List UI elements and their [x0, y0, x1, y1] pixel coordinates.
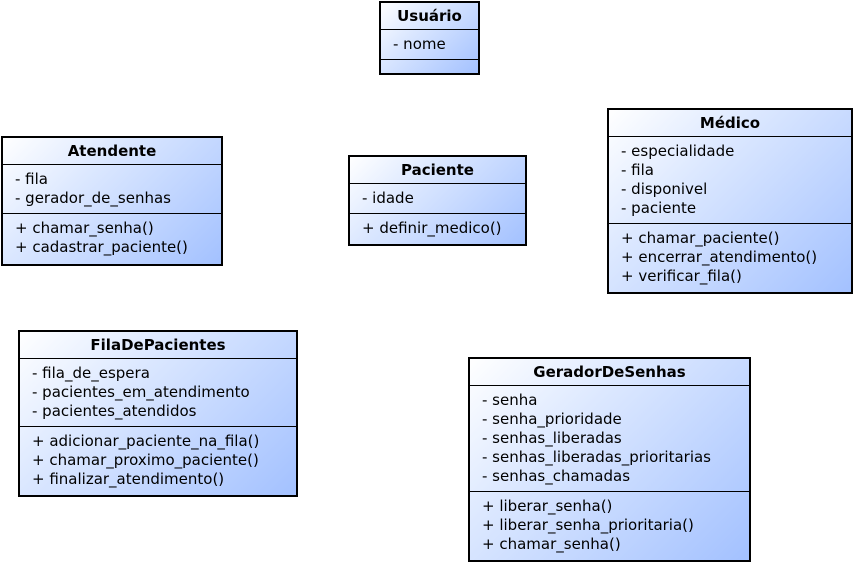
attribute: - fila_de_espera [32, 364, 150, 382]
class-atendente-name: Atendente [3, 138, 221, 165]
attribute: - pacientes_em_atendimento [32, 383, 250, 401]
attribute: - senhas_liberadas [482, 429, 622, 447]
class-fila-de-pacientes-methods: + adicionar_paciente_na_fila() + chamar_… [20, 426, 296, 494]
class-medico[interactable]: Médico - especialidade - fila - disponiv… [607, 108, 853, 294]
attribute: - gerador_de_senhas [15, 189, 171, 207]
class-usuario[interactable]: Usuário - nome [379, 1, 480, 75]
attribute: - especialidade [621, 142, 735, 160]
method: + liberar_senha_prioritaria() [482, 516, 694, 534]
class-gerador-de-senhas-methods: + liberar_senha() + liberar_senha_priori… [470, 491, 749, 559]
class-medico-methods: + chamar_paciente() + encerrar_atendimen… [609, 223, 851, 291]
class-gerador-de-senhas[interactable]: GeradorDeSenhas - senha - senha_priorida… [468, 357, 751, 562]
class-atendente-methods: + chamar_senha() + cadastrar_paciente() [3, 213, 221, 262]
class-fila-de-pacientes-attributes: - fila_de_espera - pacientes_em_atendime… [20, 359, 296, 426]
method: + liberar_senha() [482, 497, 613, 515]
class-gerador-de-senhas-attributes: - senha - senha_prioridade - senhas_libe… [470, 386, 749, 491]
class-fila-de-pacientes-name: FilaDePacientes [20, 332, 296, 359]
attribute: - senha [482, 391, 538, 409]
method: + cadastrar_paciente() [15, 238, 188, 256]
class-paciente-methods: + definir_medico() [350, 213, 525, 243]
attribute: - senhas_liberadas_prioritarias [482, 448, 711, 466]
class-paciente-name: Paciente [350, 157, 525, 184]
attribute: - senhas_chamadas [482, 467, 631, 485]
attribute: - senha_prioridade [482, 410, 622, 428]
method: + definir_medico() [362, 219, 502, 237]
attribute: - idade [362, 189, 414, 207]
method: + adicionar_paciente_na_fila() [32, 432, 260, 450]
class-usuario-attributes: - nome [381, 30, 478, 59]
class-medico-name: Médico [609, 110, 851, 137]
method: + chamar_senha() [482, 535, 621, 553]
attribute: - paciente [621, 199, 697, 217]
class-paciente[interactable]: Paciente - idade + definir_medico() [348, 155, 527, 246]
class-usuario-name: Usuário [381, 3, 478, 30]
class-gerador-de-senhas-name: GeradorDeSenhas [470, 359, 749, 386]
attribute: - nome [393, 35, 446, 53]
attribute: - fila [15, 170, 48, 188]
method: + encerrar_atendimento() [621, 248, 818, 266]
class-atendente[interactable]: Atendente - fila - gerador_de_senhas + c… [1, 136, 223, 266]
method: + chamar_proximo_paciente() [32, 451, 259, 469]
attribute: - fila [621, 161, 654, 179]
method: + chamar_senha() [15, 219, 154, 237]
attribute: - pacientes_atendidos [32, 402, 197, 420]
class-fila-de-pacientes[interactable]: FilaDePacientes - fila_de_espera - pacie… [18, 330, 298, 497]
class-medico-attributes: - especialidade - fila - disponivel - pa… [609, 137, 851, 223]
attribute: - disponivel [621, 180, 708, 198]
method: + verificar_fila() [621, 267, 742, 285]
class-atendente-attributes: - fila - gerador_de_senhas [3, 165, 221, 213]
method: + finalizar_atendimento() [32, 470, 225, 488]
class-usuario-methods [381, 59, 478, 71]
method: + chamar_paciente() [621, 229, 780, 247]
class-paciente-attributes: - idade [350, 184, 525, 213]
